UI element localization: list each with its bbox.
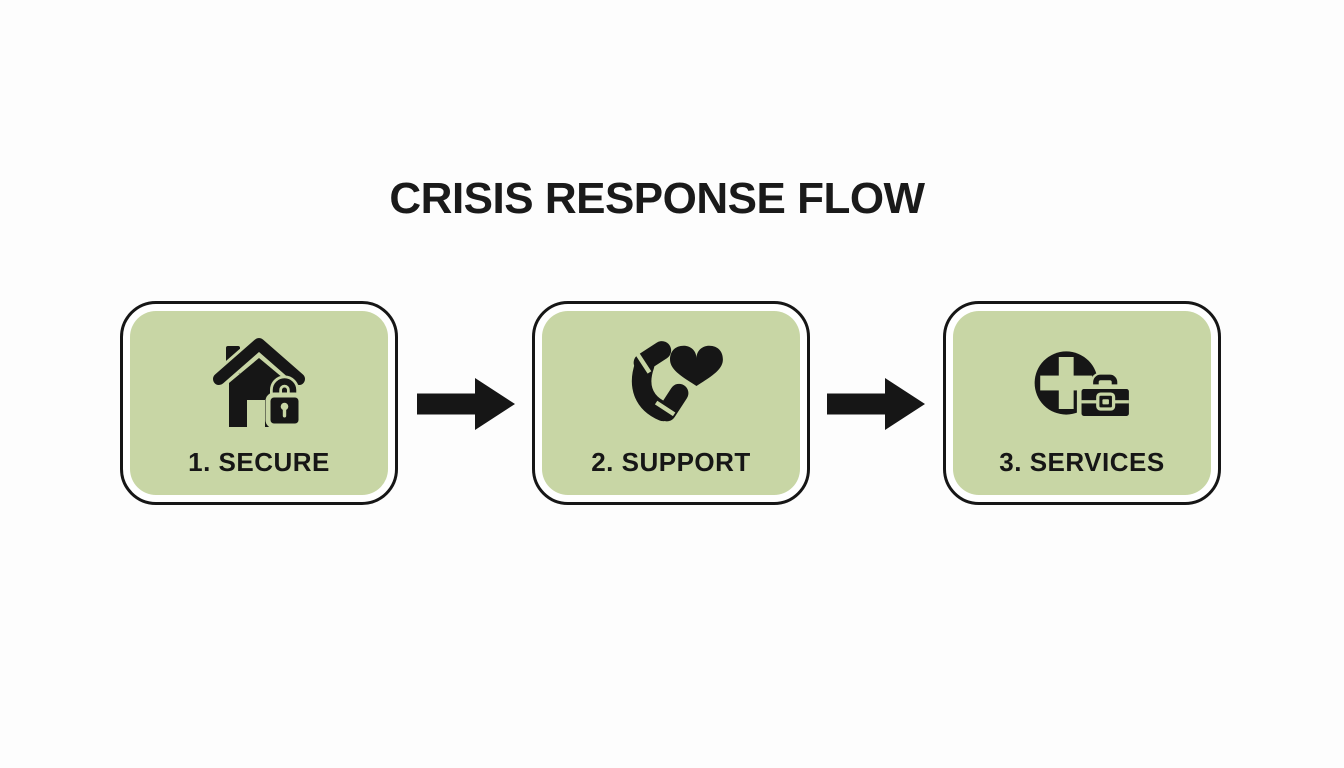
- step-label: 2. SUPPORT: [591, 447, 751, 477]
- house-lock-icon: [209, 331, 309, 435]
- arrow-right-icon: [827, 378, 925, 430]
- step-box-secure-inner: 1. SECURE: [130, 311, 388, 495]
- medical-cross-briefcase-icon: [1027, 331, 1137, 435]
- arrow-right-icon: [417, 378, 515, 430]
- step-box-services-inner: 3. SERVICES: [953, 311, 1211, 495]
- step-box-secure: 1. SECURE: [120, 301, 398, 505]
- step-box-support: 2. SUPPORT: [532, 301, 810, 505]
- step-label: 1. SECURE: [188, 447, 330, 477]
- diagram-title: CRISIS RESPONSE FLOW: [389, 174, 925, 223]
- step-label: 3. SERVICES: [999, 447, 1165, 477]
- step-box-support-inner: 2. SUPPORT: [542, 311, 800, 495]
- step-box-services: 3. SERVICES: [943, 301, 1221, 505]
- phone-heart-icon: [615, 331, 727, 435]
